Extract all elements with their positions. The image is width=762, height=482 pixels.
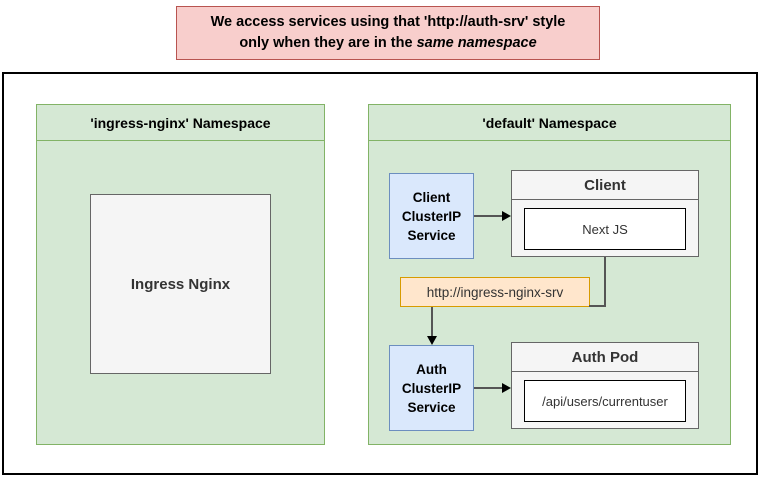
auth-clusterip-service-line-1: Auth (416, 361, 447, 377)
connector-client-pod-to-url-label (589, 305, 606, 307)
callout-line-1: We access services using that 'http://au… (210, 14, 566, 30)
client-clusterip-service-line-3: Service (407, 227, 456, 243)
client-clusterip-service: Client ClusterIP Service (389, 173, 474, 259)
connector-url-label-to-auth-service (431, 307, 433, 338)
callout-line-2-emphasis: same namespace (416, 35, 537, 51)
auth-pod: Auth Pod /api/users/currentuser (511, 342, 699, 429)
connector-client-pod-down (604, 257, 606, 307)
client-pod-container: Next JS (524, 208, 686, 250)
auth-clusterip-service-line-3: Service (407, 399, 456, 415)
arrowhead-icon-client-service-to-client-pod (502, 211, 511, 221)
ingress-nginx-srv-url-label: http://ingress-nginx-srv (400, 277, 590, 307)
connector-auth-service-to-auth-pod (474, 387, 504, 389)
ingress-nginx-pod-label: Ingress Nginx (130, 275, 231, 293)
connector-client-service-to-client-pod (474, 215, 504, 217)
namespace-ingress-nginx-header: 'ingress-nginx' Namespace (37, 105, 324, 141)
callout-banner: We access services using that 'http://au… (176, 6, 600, 60)
arrowhead-icon-auth-service-to-auth-pod (502, 383, 511, 393)
client-pod-title: Client (512, 171, 698, 200)
auth-pod-title: Auth Pod (512, 343, 698, 372)
auth-clusterip-service-line-2: ClusterIP (401, 380, 462, 396)
client-clusterip-service-line-2: ClusterIP (401, 208, 462, 224)
arrowhead-icon-url-label-to-auth-service (427, 336, 437, 345)
auth-pod-container: /api/users/currentuser (524, 380, 686, 422)
client-clusterip-service-line-1: Client (412, 189, 451, 205)
client-pod: Client Next JS (511, 170, 699, 257)
auth-clusterip-service: Auth ClusterIP Service (389, 345, 474, 431)
callout-line-2: only when they are in the same namespace (239, 33, 536, 54)
ingress-nginx-pod: Ingress Nginx (90, 194, 271, 374)
namespace-default-header: 'default' Namespace (369, 105, 730, 141)
callout-line-2-prefix: only when they are in the (239, 35, 417, 51)
